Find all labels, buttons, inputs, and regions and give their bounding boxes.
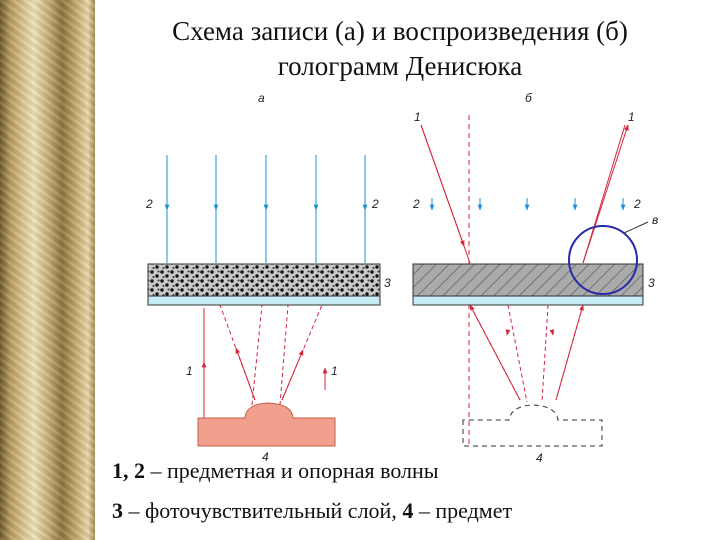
reference-waves-a — [164, 155, 368, 263]
label-1-left-a: 1 — [186, 364, 193, 378]
label-3-b: 3 — [648, 276, 655, 290]
label-4-a: 4 — [262, 450, 269, 464]
legend-text-object: – предмет — [413, 498, 513, 523]
legend-text-layer: – фоточувствительный слой, — [123, 498, 403, 523]
hologram-layer-b — [412, 263, 644, 297]
legend-line-1: 1, 2 – предметная и опорная волны — [112, 458, 712, 484]
panel-label-b: б — [525, 91, 533, 105]
substrate-a — [147, 295, 381, 306]
title-line-1: Схема записи (а) и воспроизведения (б) — [172, 16, 628, 46]
label-1-right-a: 1 — [331, 364, 338, 378]
circle-pointer — [623, 221, 649, 234]
slide-title: Схема записи (а) и воспроизведения (б) г… — [100, 14, 700, 84]
label-1-left-b: 1 — [414, 110, 421, 124]
label-4-b: 4 — [536, 451, 543, 465]
legend-line-2: 3 – фоточувствительный слой, 4 – предмет — [112, 498, 712, 524]
label-v: в — [652, 213, 658, 227]
legend-num-3: 3 — [112, 498, 123, 523]
substrate-b — [412, 295, 644, 306]
panel-label-a: а — [258, 91, 265, 105]
object-a — [197, 402, 336, 447]
label-2-right-b: 2 — [633, 197, 641, 211]
reconstruction-rays-b — [420, 124, 629, 403]
decorative-frame — [0, 0, 95, 540]
label-3-a: 3 — [384, 276, 391, 290]
label-2-right-a: 2 — [371, 197, 379, 211]
photosensitive-layer-a — [147, 263, 381, 297]
label-2-left-b: 2 — [412, 197, 420, 211]
virtual-object-b — [462, 404, 603, 447]
legend-num-4: 4 — [402, 498, 414, 523]
legend-text-waves: – предметная и опорная волны — [145, 458, 439, 483]
label-1-right-b: 1 — [628, 110, 635, 124]
label-2-left-a: 2 — [145, 197, 153, 211]
title-line-2: голограмм Денисюка — [277, 51, 523, 81]
legend-nums-1-2: 1, 2 — [112, 458, 145, 483]
detail-circle — [568, 225, 638, 295]
object-waves-a — [201, 304, 328, 418]
